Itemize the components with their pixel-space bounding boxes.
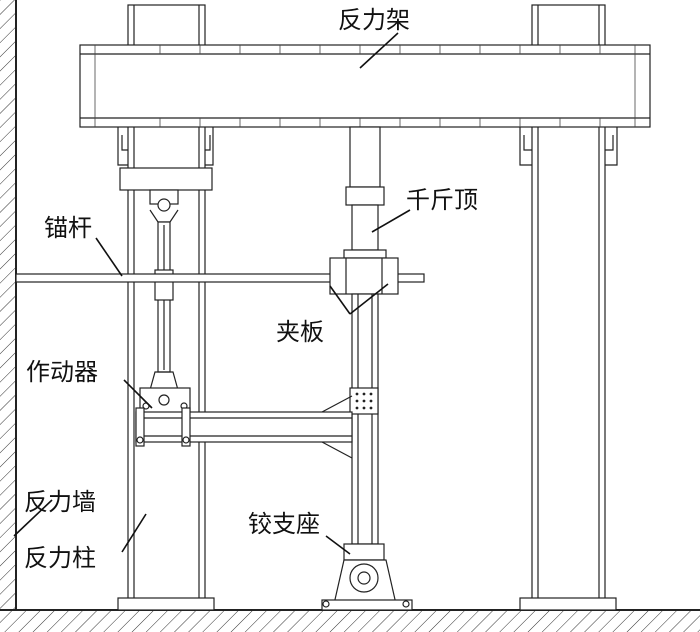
label-reaction-wall: 反力墙 xyxy=(24,488,96,516)
label-reaction-column: 反力柱 xyxy=(24,544,96,572)
leader-lines xyxy=(13,32,411,555)
actuator-top-mount xyxy=(119,167,213,223)
specimen-beam xyxy=(135,395,353,459)
specimen-column xyxy=(343,293,385,561)
anchor-rod xyxy=(15,273,425,283)
label-hinge-support: 铰支座 xyxy=(248,510,320,538)
reaction-frame-beam xyxy=(79,44,651,166)
hinge-support xyxy=(321,559,413,611)
clamp-plate xyxy=(329,257,399,295)
label-jack: 千斤顶 xyxy=(406,186,478,214)
reaction-wall xyxy=(0,0,17,610)
label-reaction-frame: 反力架 xyxy=(338,6,410,34)
jack xyxy=(343,126,387,259)
ground xyxy=(0,609,700,632)
label-clamp-plate: 夹板 xyxy=(276,318,324,346)
label-anchor-rod: 锚杆 xyxy=(44,214,92,242)
label-actuator: 作动器 xyxy=(26,358,98,386)
